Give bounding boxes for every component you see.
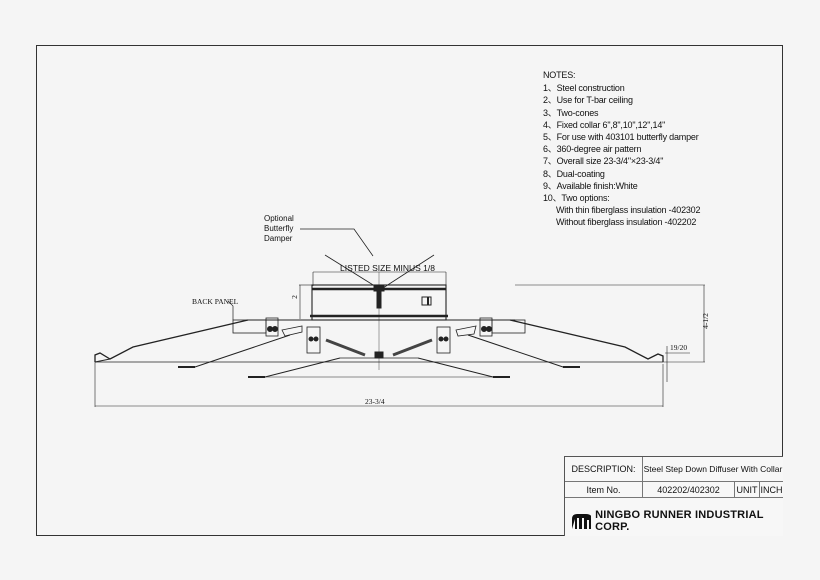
callout-line: Optional [264,214,294,223]
note-item: 8、Dual-coating [543,168,605,179]
note-item: 3、Two-cones [543,107,599,118]
listed-size-label: LISTED SIZE MINUS 1/8 [340,263,435,273]
note-subitem: With thin fiberglass insulation -402302 [556,205,701,216]
description-label: DESCRIPTION: [565,457,643,481]
description-row: DESCRIPTION: Steel Step Down Diffuser Wi… [565,457,783,482]
note-item: 5、For use with 403101 butterfly damper [543,132,699,143]
notes-block: NOTES: 1、Steel construction 2、Use for T-… [543,69,700,229]
note-item: 4、Fixed collar 6",8",10",12",14" [543,119,666,130]
unit-label: UNIT [735,482,760,497]
damper-pivot [373,284,385,292]
unit-value: INCH [760,484,783,495]
collar-height-dim: 2 [289,295,299,299]
note-item: 1、Steel construction [543,83,625,94]
note-item: 2、Use for T-bar ceiling [543,95,633,106]
back-panel-label: BACK PANEL [192,297,239,306]
note-subitem: Without fiberglass insulation -402202 [556,217,697,228]
company-name: NINGBO RUNNER INDUSTRIAL CORP. [595,509,764,533]
overall-height-dim: 4-1/2 [700,313,710,329]
drawing-frame [36,45,783,536]
lip-dim: 19/20 [670,343,688,352]
damper-leader [300,228,374,257]
item-value: 402202/402302 [643,482,735,497]
notes-title: NOTES: [543,70,576,80]
callout-line: Butterfly [264,224,294,233]
item-row: Item No. 402202/402302 UNIT INCH [565,482,783,498]
company-logo-icon [572,514,592,529]
company-block: NINGBO RUNNER INDUSTRIAL CORP. [571,509,783,533]
item-label: Item No. [565,482,643,497]
overall-width-dim: 23-3/4 [365,397,385,406]
damper-callout: Optional Butterfly Damper [264,214,294,244]
callout-line: Damper [264,234,293,243]
note-item: 10、Two options: [543,193,610,204]
note-item: 6、360-degree air pattern [543,144,642,155]
note-item: 9、Available finish:White [543,180,638,191]
description-value: Steel Step Down Diffuser With Collar [643,464,783,474]
note-item: 7、Overall size 23-3/4"×23-3/4" [543,156,664,167]
title-block: DESCRIPTION: Steel Step Down Diffuser Wi… [564,456,783,536]
